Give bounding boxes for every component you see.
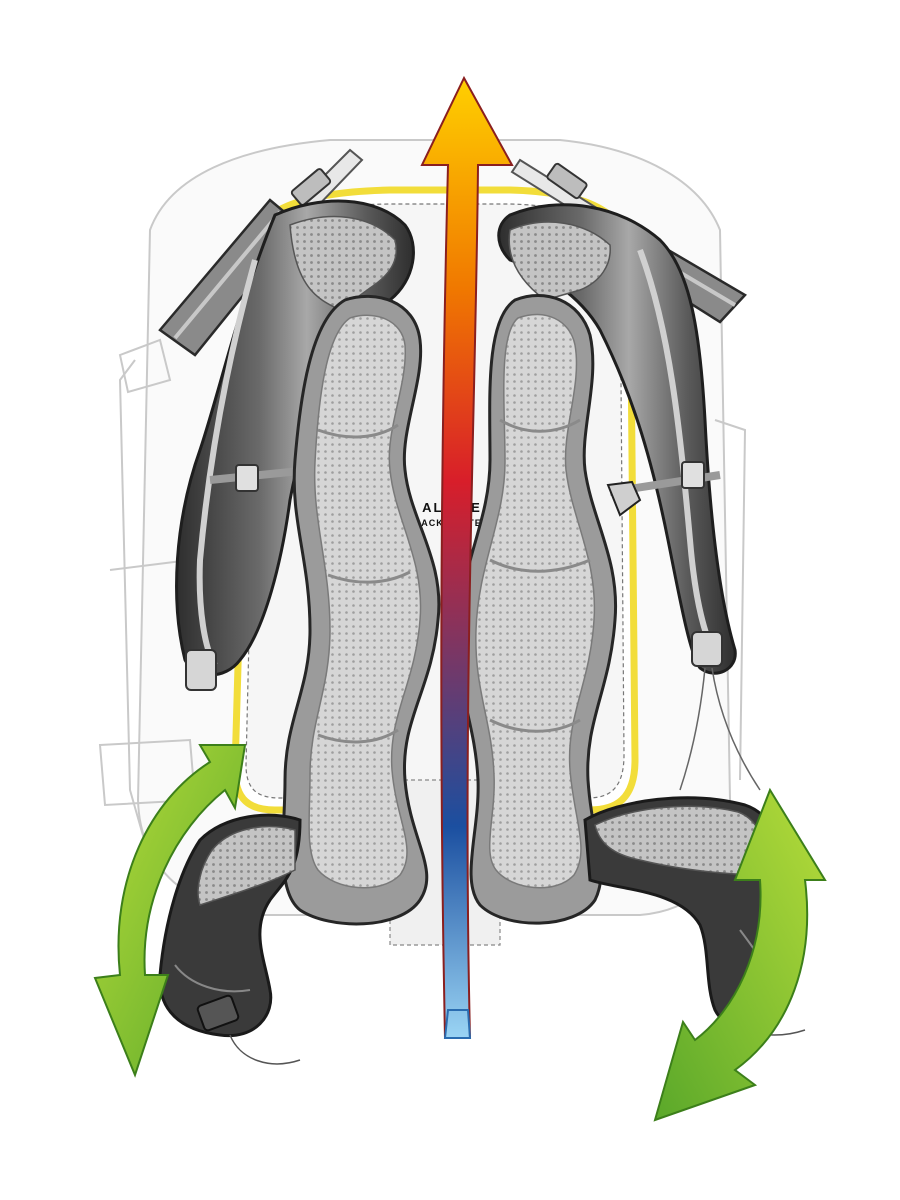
left-hip-belt — [158, 813, 302, 1065]
right-shoulder-strap — [497, 203, 761, 791]
left-pivot-arrow — [93, 744, 247, 1078]
right-hip-belt — [583, 796, 806, 1036]
right-back-pad — [456, 294, 618, 925]
left-back-pad — [281, 294, 441, 926]
right-pivot-arrow — [653, 787, 827, 1122]
airflow-arrow — [420, 75, 514, 1039]
